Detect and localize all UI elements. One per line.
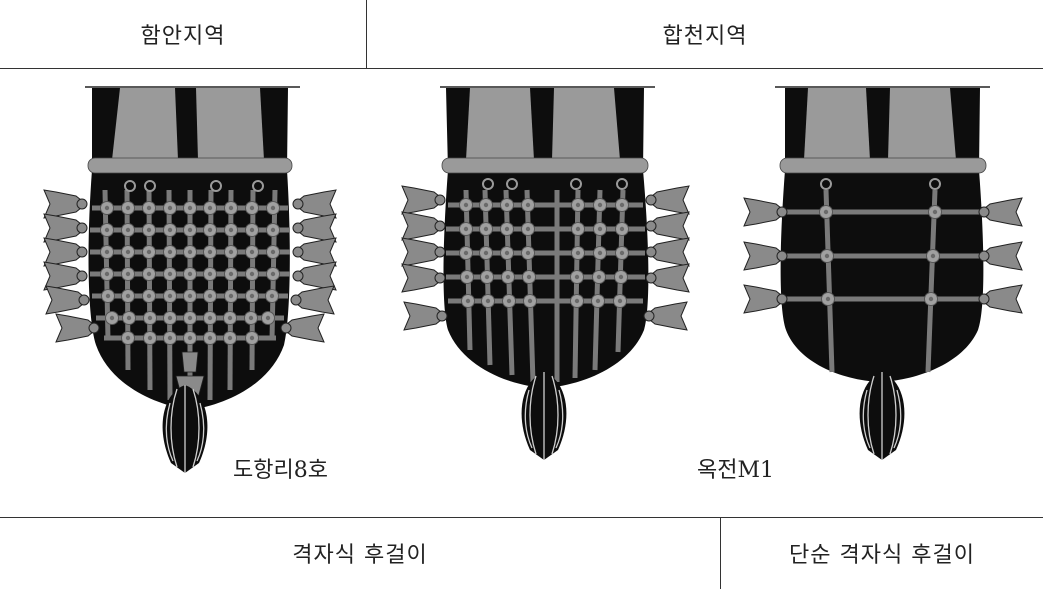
label-dohangri-8: 도항리8호 <box>233 458 328 483</box>
header-bottom-border <box>0 68 1043 69</box>
header-hapcheon-region: 합천지역 <box>662 24 748 49</box>
crupper-figure-simple-grid <box>743 86 1023 461</box>
header-divider <box>366 0 367 68</box>
header-haman-region: 함안지역 <box>140 24 226 49</box>
crupper-figure-dohangri <box>43 86 337 474</box>
footer-grid-crupper: 격자식 후걸이 <box>292 543 428 568</box>
footer-top-border <box>0 517 1043 518</box>
label-okjeon-m1: 옥전M1 <box>697 458 775 483</box>
footer-divider <box>720 517 721 589</box>
footer-simple-grid-crupper: 단순 격자식 후걸이 <box>789 543 975 568</box>
crupper-figure-okjeon <box>401 86 690 461</box>
